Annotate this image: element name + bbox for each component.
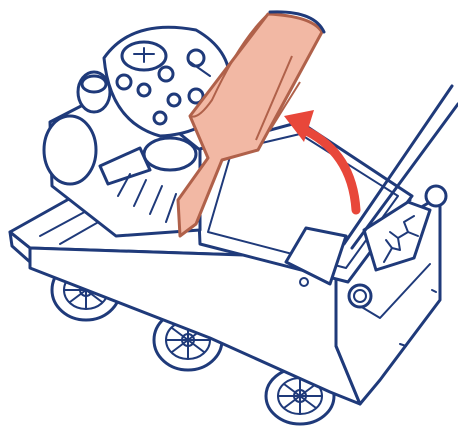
knob-icon: [188, 50, 204, 66]
